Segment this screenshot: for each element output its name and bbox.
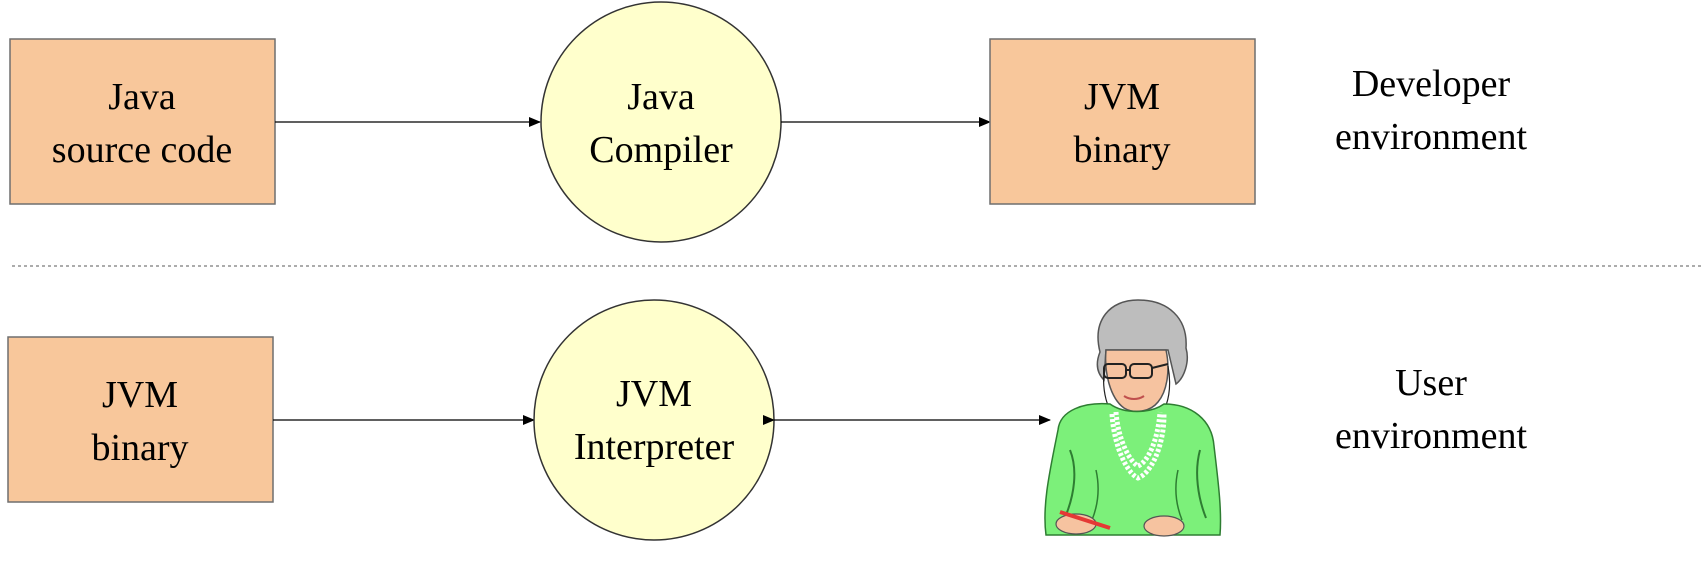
java-compiler-label-line1: Java <box>627 76 695 118</box>
java-source-box <box>9 38 276 205</box>
jvm-binary-dev-label-line1: JVM <box>1084 76 1160 118</box>
user-environment-label-line1: User <box>1395 362 1467 404</box>
developer-environment-label-line2: environment <box>1335 116 1528 158</box>
elderly-woman-user-icon <box>1044 299 1222 537</box>
jvm-binary-user-label-line1: JVM <box>102 374 178 416</box>
java-compiler-circle <box>540 1 782 243</box>
jvm-binary-dev-label-line2: binary <box>1073 129 1170 171</box>
user-environment-label-line2: environment <box>1335 415 1528 457</box>
jvm-binary-box-developer <box>989 38 1256 205</box>
jvm-binary-user-label-line2: binary <box>91 427 188 469</box>
jvm-interpreter-label-line2: Interpreter <box>574 426 735 468</box>
java-compiler-label-line2: Compiler <box>589 129 733 171</box>
jvm-binary-box-user <box>7 336 274 503</box>
developer-environment-label-line1: Developer <box>1352 63 1511 105</box>
user-row: JVM binary JVM Interpreter <box>7 299 1528 541</box>
developer-row: Java source code Java Compiler JVM binar… <box>9 1 1528 243</box>
java-source-label-line1: Java <box>108 76 176 118</box>
java-source-label-line2: source code <box>52 129 232 171</box>
jvm-interpreter-circle <box>533 299 775 541</box>
jvm-interpreter-label-line1: JVM <box>616 373 692 415</box>
